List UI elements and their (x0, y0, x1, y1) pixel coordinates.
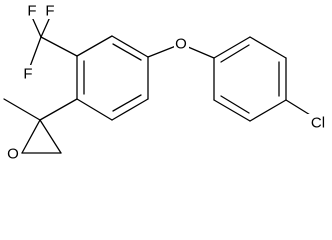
atom-f-left: F (23, 66, 32, 83)
bond-ring-a-4 (111, 98, 149, 121)
atom-o-ether: O (175, 36, 187, 53)
atom-f-top-left: F (27, 3, 36, 20)
atom-cl: Cl (311, 115, 325, 132)
bond-ring-b-1 (213, 36, 251, 59)
bond-methyl (3, 98, 41, 121)
structure-diagram: F F F O Cl O (3, 2, 330, 163)
atom-o-epoxide: O (7, 146, 19, 163)
bond-epoxide-c-c (39, 119, 62, 154)
bond-ring-b-double-1 (220, 44, 250, 63)
bond-ring-b-4 (249, 99, 287, 122)
bond-cf3-ring (40, 36, 78, 57)
bond-ring-a-2 (111, 35, 149, 58)
bond-c-f-top-left (31, 16, 42, 38)
atom-labels: F F F O Cl O (5, 2, 330, 163)
bond-ring-b-double-3 (220, 95, 250, 114)
bond-ring-a-epoxide (39, 98, 78, 121)
bond-ring-a-1 (76, 35, 113, 57)
bond-ring-b-5 (213, 99, 251, 122)
bond-ring-a-5 (76, 98, 113, 121)
bond-c-f-top-right (40, 16, 51, 38)
bond-epoxide-c-o (21, 119, 41, 154)
bond-ring-a-double-1 (112, 43, 142, 61)
bond-ring-b-2 (249, 36, 287, 59)
bonds (3, 16, 316, 154)
bond-ring-a-double-2 (112, 94, 142, 112)
atom-f-top-right: F (45, 3, 54, 20)
